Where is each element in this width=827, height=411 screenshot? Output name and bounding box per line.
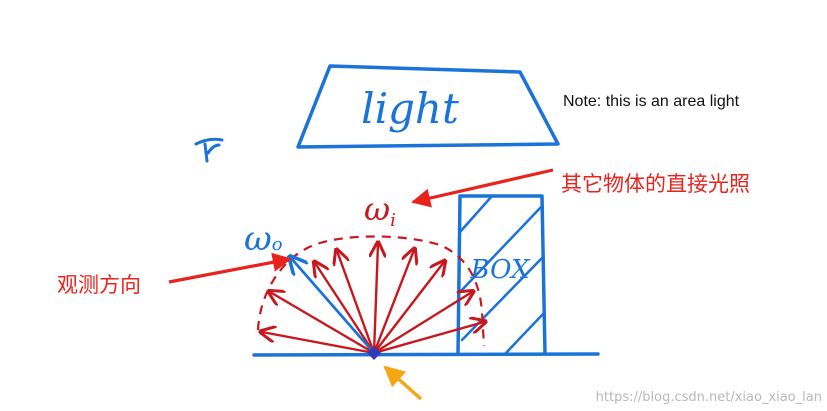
box-object: BOX xyxy=(456,194,547,356)
omega-i-label: ωi xyxy=(364,190,396,231)
watermark: https://blog.csdn.net/xiao_xiao_lan xyxy=(596,390,822,405)
area-light: light xyxy=(296,64,560,149)
box-label: BOX xyxy=(470,255,531,285)
shading-point-arrow xyxy=(383,365,423,401)
reflection-rays xyxy=(262,244,484,355)
camera-icon xyxy=(194,137,224,163)
ray-arrow xyxy=(315,263,376,355)
ray-arrow xyxy=(270,292,376,355)
ray-arrow xyxy=(337,251,376,355)
area-light-note: Note: this is an area light xyxy=(563,93,740,110)
ray-arrow xyxy=(372,262,444,355)
surface-line xyxy=(252,352,600,357)
ray-arrow xyxy=(372,292,472,355)
indirect-light-arrow xyxy=(411,168,554,208)
ray-arrow xyxy=(374,244,378,355)
hemisphere-outline xyxy=(256,235,486,347)
light-label: light xyxy=(361,84,459,133)
ray-arrow xyxy=(262,332,376,355)
view-direction-label: 观测方向 xyxy=(57,273,141,297)
shading-point xyxy=(367,346,381,360)
view-direction-ray xyxy=(291,258,376,355)
ray-arrow xyxy=(372,322,484,355)
view-direction-arrow xyxy=(168,252,292,284)
ray-arrow xyxy=(372,250,414,355)
indirect-light-label: 其它物体的直接光照 xyxy=(561,172,750,196)
omega-o-label: ωo xyxy=(244,219,283,259)
